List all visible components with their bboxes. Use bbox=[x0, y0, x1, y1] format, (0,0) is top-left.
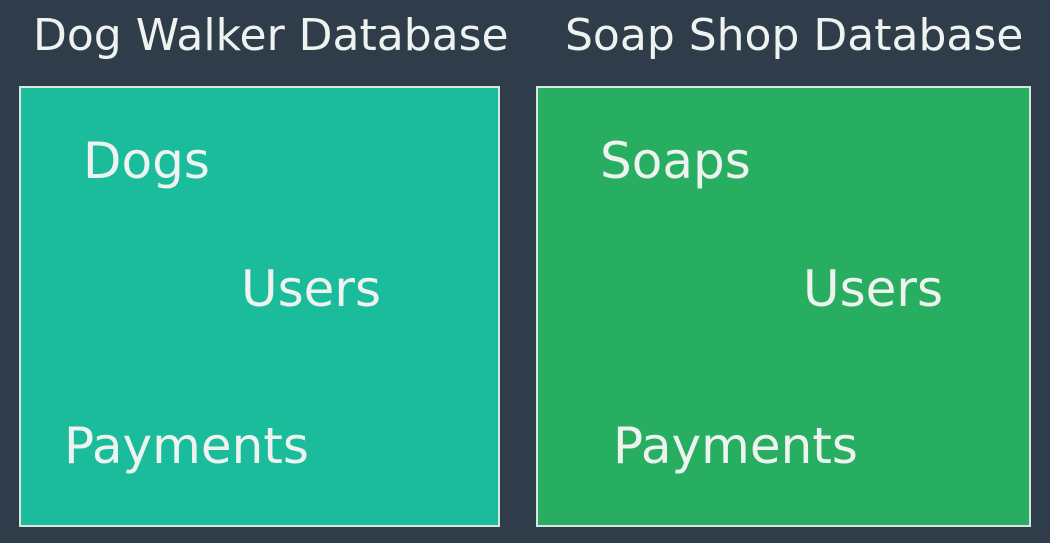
soap-shop-database-box: Soaps Users Payments bbox=[536, 86, 1031, 527]
soap-shop-table-payments: Payments bbox=[613, 417, 858, 475]
soap-shop-database-title: Soap Shop Database bbox=[565, 10, 1024, 61]
soap-shop-table-users: Users bbox=[803, 260, 944, 318]
dog-walker-table-dogs: Dogs bbox=[83, 132, 210, 190]
soap-shop-table-soaps: Soaps bbox=[600, 132, 751, 190]
dog-walker-database-title: Dog Walker Database bbox=[33, 10, 509, 61]
dog-walker-table-payments: Payments bbox=[64, 417, 309, 475]
dog-walker-database-box: Dogs Users Payments bbox=[19, 86, 500, 527]
dog-walker-table-users: Users bbox=[241, 260, 382, 318]
